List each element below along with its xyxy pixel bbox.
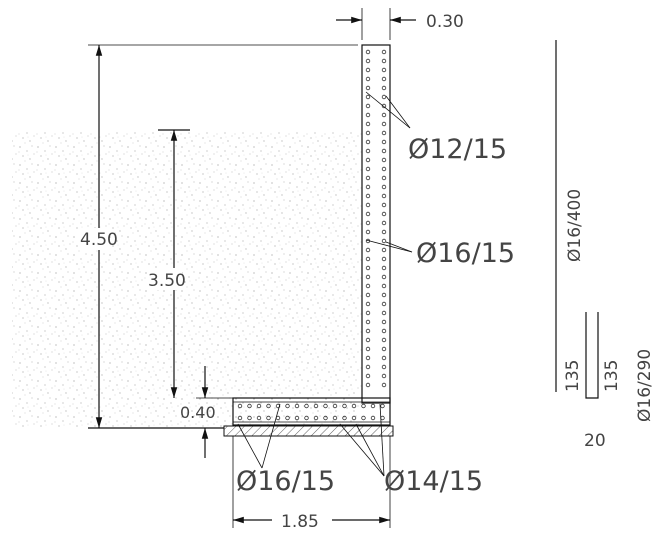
footing-thickness-dimension: 0.40 <box>180 366 233 458</box>
footing-width-dimension: 1.85 <box>232 436 391 532</box>
blinding-layer <box>223 425 394 437</box>
total-height-label: 4.50 <box>80 230 118 250</box>
wall-inner-bar-callout: Ø16/15 <box>365 238 515 269</box>
wall-outer-bar-callout: Ø12/15 <box>365 91 507 165</box>
wall-stem <box>361 44 391 404</box>
u-bar-base-label: 20 <box>584 431 606 451</box>
wall-thickness-label: 0.30 <box>426 12 464 32</box>
straight-bar-label: Ø16/400 <box>565 189 585 262</box>
bar-schedule-straight-bar: Ø16/400 <box>555 40 585 392</box>
footing-thickness-label: 0.40 <box>180 403 216 422</box>
total-height-dimension: 4.50 <box>78 44 358 428</box>
footing-left-bar-label: Ø16/15 <box>236 466 335 497</box>
wall-thickness-dimension: 0.30 <box>336 8 464 40</box>
u-bar-label: Ø16/290 <box>635 349 653 422</box>
u-bar-right-leg-label: 135 <box>602 360 622 392</box>
u-bar-left-leg-label: 135 <box>563 360 583 392</box>
soil-backfill <box>12 130 362 428</box>
soil-height-label: 3.50 <box>148 271 186 291</box>
soil-height-dimension: 3.50 <box>148 129 190 398</box>
footing-right-bar-label: Ø14/15 <box>384 466 483 497</box>
footing-left-bar-callout: Ø16/15 <box>236 403 335 497</box>
footing <box>232 397 391 426</box>
bar-schedule-u-bar: 135 135 20 Ø16/290 <box>563 312 653 451</box>
wall-outer-bar-label: Ø12/15 <box>408 134 507 165</box>
u-bar-shape <box>585 312 599 399</box>
footing-right-bar-callout: Ø14/15 <box>339 403 483 497</box>
wall-inner-bar-label: Ø16/15 <box>416 238 515 269</box>
footing-width-label: 1.85 <box>281 512 319 532</box>
